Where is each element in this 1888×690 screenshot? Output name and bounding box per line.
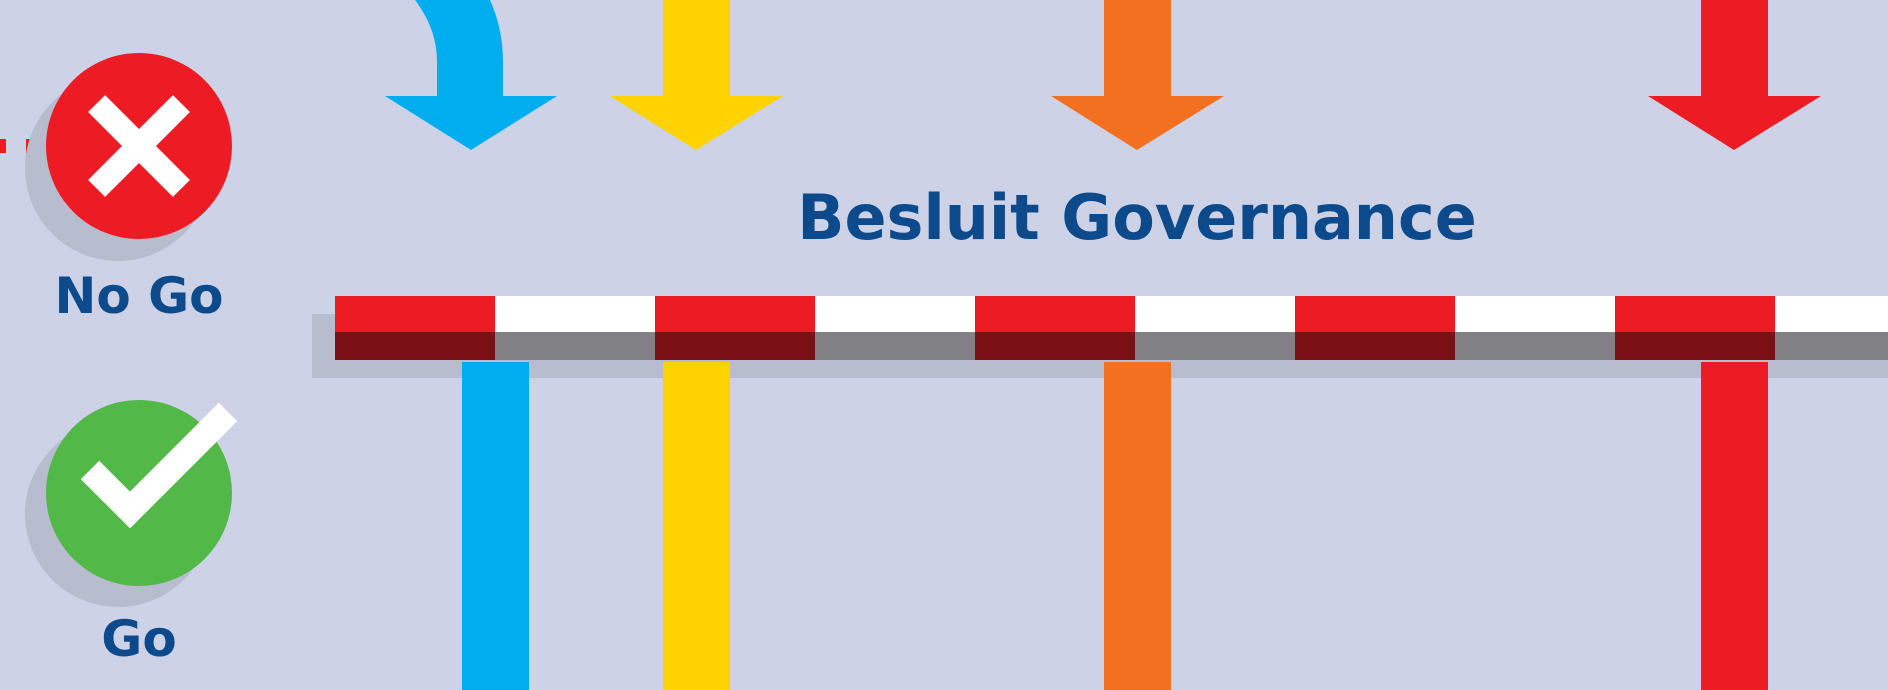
go-indicator: Go	[25, 400, 238, 668]
barrier-segment-red	[1295, 296, 1455, 332]
no-go-dash	[0, 139, 6, 153]
barrier-segment-red-shade	[655, 332, 815, 360]
barrier-segment-gray-shade	[1455, 332, 1615, 360]
red-flow-line	[1701, 362, 1768, 690]
go-label: Go	[101, 610, 176, 668]
no-go-indicator: No Go	[0, 53, 232, 325]
barrier-segment-red-shade	[975, 332, 1135, 360]
barrier-segment-red-shade	[1615, 332, 1775, 360]
blue-curved-arrow	[385, 0, 557, 150]
flow-entry-arrows	[385, 0, 1821, 150]
barrier-segment-red	[655, 296, 815, 332]
orange-flow-line	[1104, 362, 1171, 690]
barrier-segment-white	[1455, 296, 1615, 332]
barrier-segment-white	[495, 296, 655, 332]
barrier-segment-white	[1135, 296, 1295, 332]
barrier-segment-red	[1615, 296, 1775, 332]
barrier-segment-red	[975, 296, 1135, 332]
flow-line-stems	[462, 362, 1768, 690]
barrier-segment-red	[335, 296, 495, 332]
no-go-label: No Go	[55, 267, 224, 325]
barrier-segment-gray-shade	[815, 332, 975, 360]
barrier-segment-red-shade	[1295, 332, 1455, 360]
cross-icon	[88, 95, 190, 197]
barrier-segment-white	[1775, 296, 1888, 332]
barrier-segment-red-shade	[335, 332, 495, 360]
orange-arrow	[1051, 0, 1224, 150]
red-arrow	[1648, 0, 1821, 150]
yellow-flow-line	[663, 362, 730, 690]
blue-flow-line	[462, 362, 529, 690]
barrier-segment-gray-shade	[1135, 332, 1295, 360]
yellow-arrow	[610, 0, 783, 150]
barrier-segment-gray-shade	[1775, 332, 1888, 360]
barrier-segment-white	[815, 296, 975, 332]
diagram-title: Besluit Governance	[797, 181, 1477, 254]
go-no-go-barrier	[335, 296, 1888, 360]
checkmark-icon	[80, 402, 238, 529]
barrier-segment-gray-shade	[495, 332, 655, 360]
